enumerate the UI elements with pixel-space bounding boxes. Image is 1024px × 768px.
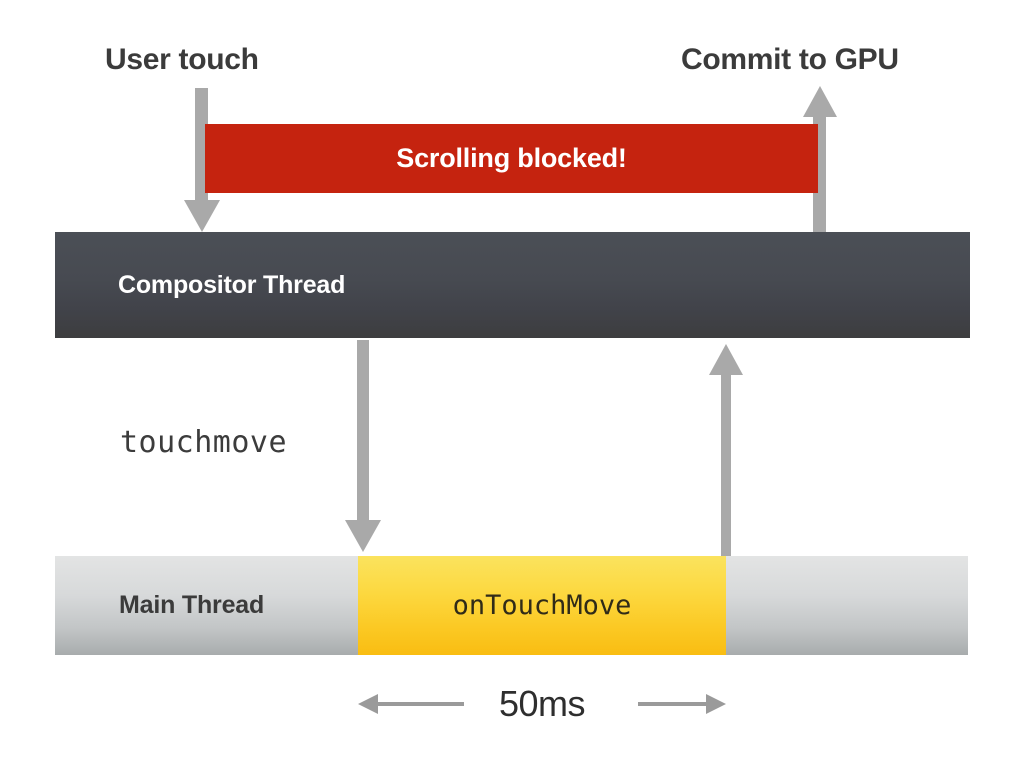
arrow-shaft — [721, 373, 731, 556]
on-touch-move-block: onTouchMove — [358, 556, 726, 655]
dimension-line-left — [376, 702, 464, 706]
arrow-head — [183, 200, 220, 232]
arrow-head — [709, 344, 743, 375]
arrow-shaft — [357, 340, 369, 520]
touchmove-event-label: touchmove — [120, 425, 288, 460]
duration-dimension: 50ms — [358, 678, 726, 730]
user-touch-arrow-icon — [183, 88, 220, 232]
arrow-head — [345, 520, 381, 552]
dimension-arrow-left-icon — [358, 694, 378, 714]
duration-label-wrap: 50ms — [358, 678, 726, 730]
duration-label: 50ms — [482, 683, 602, 724]
scrolling-blocked-banner: Scrolling blocked! — [205, 124, 818, 193]
touchmove-arrow-icon — [345, 340, 381, 552]
user-touch-label: User touch — [105, 43, 259, 76]
scrolling-blocked-label: Scrolling blocked! — [396, 143, 627, 173]
arrow-shaft — [195, 88, 208, 200]
commit-to-gpu-label: Commit to GPU — [681, 43, 899, 76]
arrow-head — [802, 86, 837, 117]
main-thread-label: Main Thread — [119, 591, 265, 619]
dimension-line-right — [638, 702, 708, 706]
on-touch-move-label: onTouchMove — [452, 590, 632, 621]
compositor-thread-label: Compositor Thread — [118, 270, 346, 299]
compositor-thread-lane: Compositor Thread — [55, 232, 970, 338]
dimension-arrow-right-icon — [706, 694, 726, 714]
return-to-compositor-arrow-icon — [709, 344, 743, 556]
